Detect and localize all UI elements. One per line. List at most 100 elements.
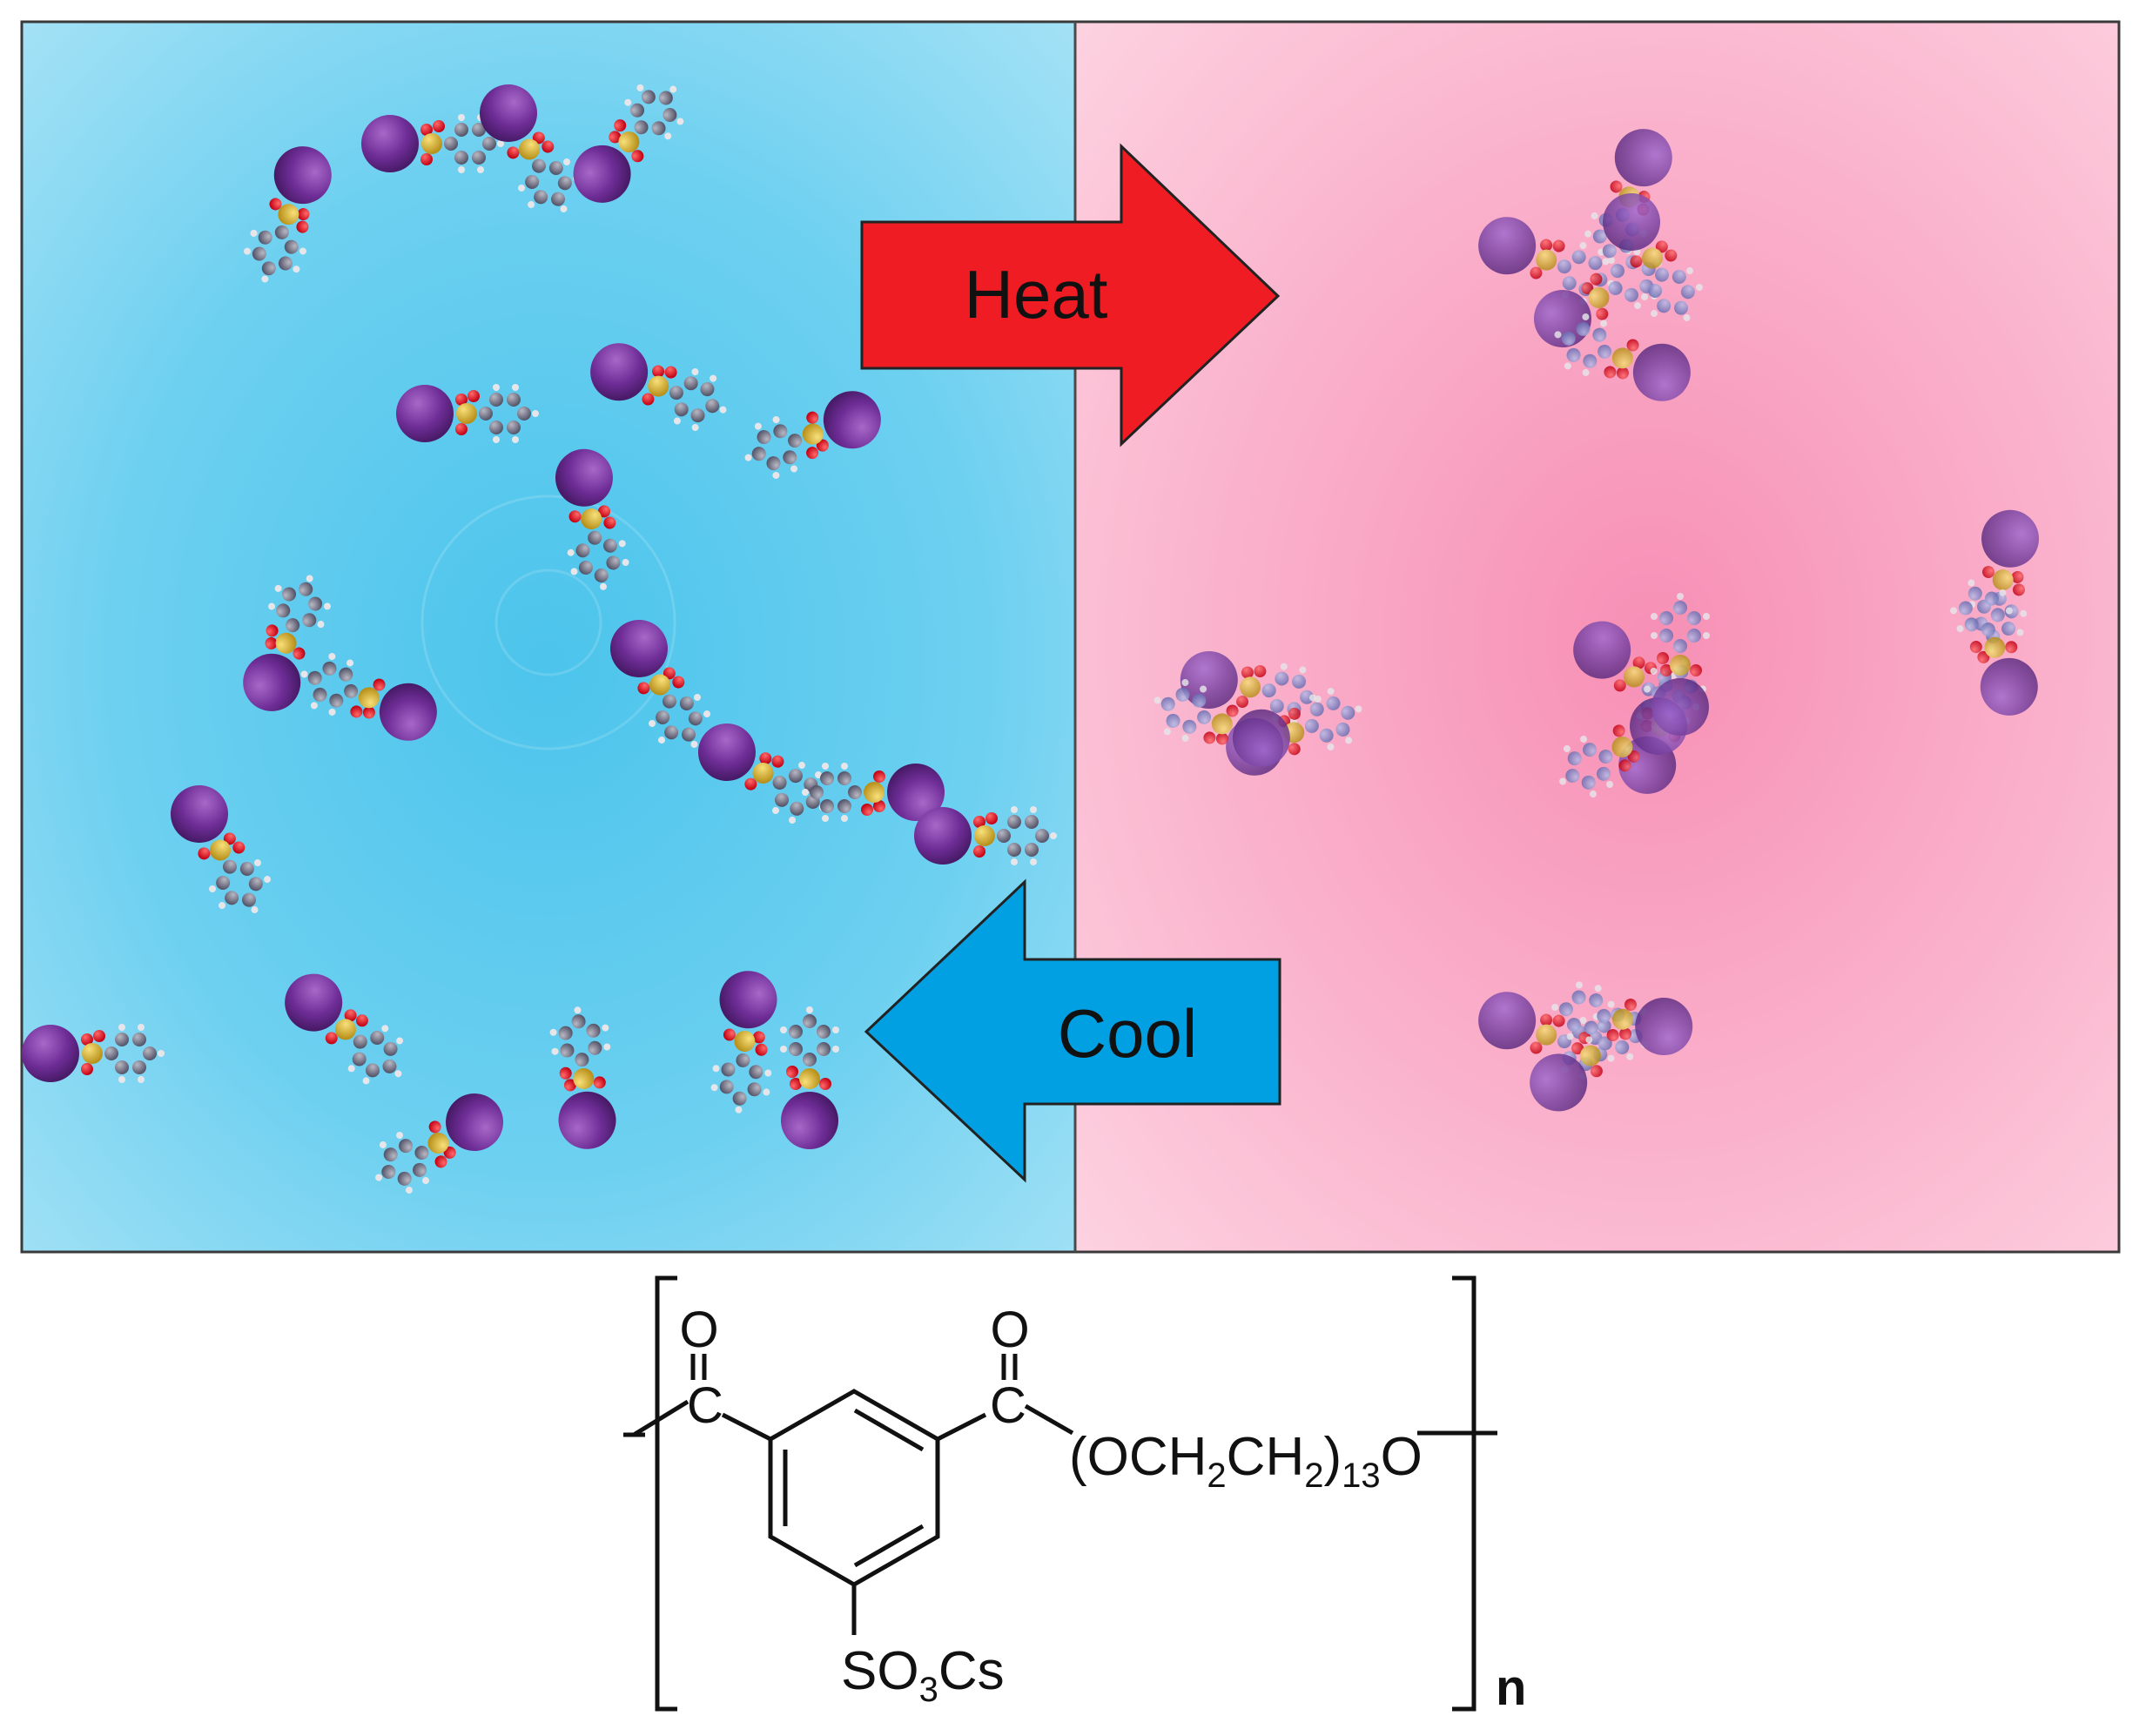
ion-pair-model — [22, 1024, 165, 1083]
cesium-ion — [1573, 621, 1631, 679]
cool-arrow: Cool — [864, 878, 1281, 1183]
sulfur-atom — [1536, 249, 1557, 271]
aggregated-ion-clusters — [1154, 129, 2040, 1112]
sulfur-atom — [519, 138, 540, 160]
cesium-ion — [1614, 129, 1672, 187]
sulfur-atom — [334, 1019, 356, 1040]
sulfur-atom — [734, 1031, 756, 1053]
cesium-ion — [273, 146, 332, 205]
sulfur-atom — [1536, 1024, 1557, 1046]
heat-arrow: Heat — [860, 143, 1281, 447]
sulfur-atom — [1670, 655, 1691, 676]
sulfur-atom — [799, 1068, 820, 1089]
repeat-unit-label: n — [1496, 1659, 1526, 1716]
cesium-ion — [1180, 650, 1238, 709]
cesium-ion — [1635, 998, 1693, 1056]
sulfur-atom — [974, 825, 995, 846]
cesium-ion — [1980, 657, 2038, 716]
cesium-ion — [590, 343, 649, 401]
ion-pair-model — [549, 1006, 616, 1149]
cesium-ion — [1530, 1053, 1588, 1112]
ion-pair-model — [244, 146, 332, 283]
sulfur-atom — [1611, 737, 1633, 757]
right-bracket — [1452, 1275, 1476, 1712]
ion-pair-model — [243, 575, 331, 711]
benzene-ring — [768, 1389, 940, 1587]
sulfur-atom — [1579, 1045, 1601, 1066]
ion-pair-model — [1551, 981, 1693, 1056]
cesium-ion — [480, 84, 537, 142]
sulfur-atom — [649, 674, 670, 696]
ring-to-left-carbonyl-bond — [721, 1412, 772, 1442]
ion-pair-model — [697, 723, 826, 824]
sulfur-atom — [210, 839, 231, 861]
ion-pair-model — [610, 619, 710, 748]
polymer-structure — [623, 1275, 1497, 1712]
peg-chain-label: (OCH2CH2)13O — [1069, 1427, 1423, 1495]
cesium-ion — [22, 1025, 79, 1082]
cesium-ion — [719, 971, 777, 1029]
sulfur-atom — [456, 403, 477, 424]
left-bracket — [655, 1275, 677, 1712]
ion-pair-model — [1478, 992, 1615, 1080]
sulfur-atom — [275, 632, 297, 654]
ion-pair-model — [1950, 579, 2038, 716]
cesium-ion — [823, 391, 881, 449]
cesium-ion — [1478, 217, 1537, 275]
sulfur-atom — [1588, 287, 1610, 308]
cesium-ion — [1232, 709, 1290, 767]
ion-pair-model — [590, 343, 727, 431]
cesium-ion — [558, 1091, 616, 1149]
sulfur-atom — [1211, 713, 1233, 735]
ion-pair-model — [710, 971, 777, 1114]
sulfur-atom — [1240, 676, 1261, 698]
sulfur-atom — [1642, 247, 1663, 269]
sulfur-atom — [1984, 636, 2006, 658]
cesium-ion — [396, 385, 454, 442]
cesium-ion — [446, 1093, 504, 1151]
sulfur-atom — [1611, 1008, 1633, 1030]
dissolved-ion-pairs — [22, 84, 1057, 1194]
sulfur-atom — [1623, 666, 1645, 688]
right-carbonyl-carbon: C — [990, 1377, 1026, 1434]
ion-pair-model — [375, 1093, 504, 1194]
sulfur-atom — [864, 782, 885, 803]
ion-pair-model — [171, 784, 271, 913]
ion-pair-model — [573, 84, 684, 203]
ion-pair-model — [744, 391, 881, 479]
cesium-ion — [1651, 678, 1709, 736]
ion-pair-model — [300, 653, 437, 741]
sulfur-atom — [1611, 347, 1633, 369]
cesium-ion — [610, 619, 668, 677]
ring-to-right-carbonyl-bond — [936, 1412, 987, 1442]
heat-label: Heat — [965, 256, 1108, 333]
sulfonate-label: SO3Cs — [841, 1641, 1005, 1709]
cesium-ion — [285, 973, 343, 1032]
left-carbonyl-oxygen: O — [679, 1302, 718, 1358]
left-carbonyl-carbon: C — [687, 1377, 723, 1434]
cold-panel-ripple — [420, 495, 676, 750]
sulfur-atom — [82, 1043, 103, 1064]
panel-frame — [20, 20, 2121, 1254]
cesium-ion — [171, 784, 228, 843]
cesium-ion — [887, 764, 945, 821]
ion-pair-model — [480, 84, 580, 212]
ion-pair-model — [1533, 247, 1662, 347]
sulfur-atom — [618, 131, 640, 153]
ion-pair-model — [1554, 313, 1691, 401]
sulfur-atom — [648, 375, 669, 397]
ion-pair-model — [555, 448, 629, 590]
ion-pair-model — [914, 806, 1057, 865]
ion-pair-model — [1651, 593, 1710, 736]
cesium-ion — [1981, 509, 2040, 568]
cesium-ion — [1478, 992, 1537, 1050]
structure-labels: O C O C (OCH2CH2)13O SO3Cs n — [679, 1302, 1526, 1716]
cesium-ion — [1632, 343, 1691, 401]
sulfur-atom — [573, 1067, 595, 1089]
ion-pair-model — [1603, 192, 1703, 321]
ion-pair-model — [1478, 217, 1615, 305]
sulfur-atom — [581, 508, 602, 530]
ion-pair-model — [396, 384, 539, 443]
right-carbonyl-oxygen: O — [990, 1302, 1029, 1358]
